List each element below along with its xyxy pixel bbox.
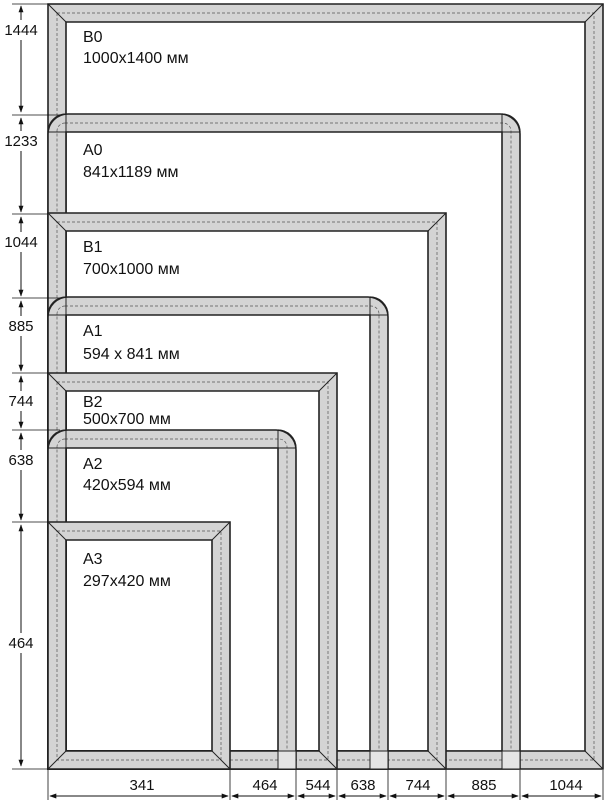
height-dim-label: 1444 [4,22,37,39]
height-dim-label: 1044 [4,234,37,251]
width-dim-label: 885 [471,777,496,794]
frame-a3-name: A3 [83,551,103,568]
frame-a0-size: 841x1189 мм [83,164,179,181]
width-dim-label: 544 [305,777,330,794]
frame-b0-size: 1000x1400 мм [83,50,189,67]
height-dim-label: 1233 [4,133,37,150]
width-dim-label: 1044 [549,777,582,794]
frame-a3-size: 297x420 мм [83,573,171,590]
frame-a2-size: 420x594 мм [83,477,171,494]
height-dim-label: 744 [8,393,33,410]
width-dimension-labels: 341 464 544 638 744 885 1044 [124,775,588,794]
width-extension-lines [47,770,604,800]
height-dim-label: 638 [8,452,33,469]
frame-b1-size: 700x1000 мм [83,261,180,278]
width-dim-label: 744 [405,777,430,794]
height-extension-lines [12,3,60,770]
height-dim-label: 885 [8,318,33,335]
width-dim-label: 638 [350,777,375,794]
frame-a1-name: A1 [83,323,103,340]
frame-b2-size: 500x700 мм [83,411,171,428]
frame-b0-name: B0 [83,29,103,46]
frame-labels: B0 1000x1400 мм A0 841x1189 мм B1 700x10… [83,29,189,590]
frame-a3 [47,521,231,770]
frame-a1-size: 594 x 841 мм [83,346,180,363]
frame-a0-name: A0 [83,142,103,159]
frame-b2-name: B2 [83,394,103,411]
width-dim-label: 464 [252,777,277,794]
height-dimension-labels: 1444 1233 1044 885 744 638 464 [0,20,44,653]
frame-a2-name: A2 [83,456,103,473]
height-dim-label: 464 [8,635,33,652]
width-dim-label: 341 [129,777,154,794]
frame-b1-name: B1 [83,239,103,256]
